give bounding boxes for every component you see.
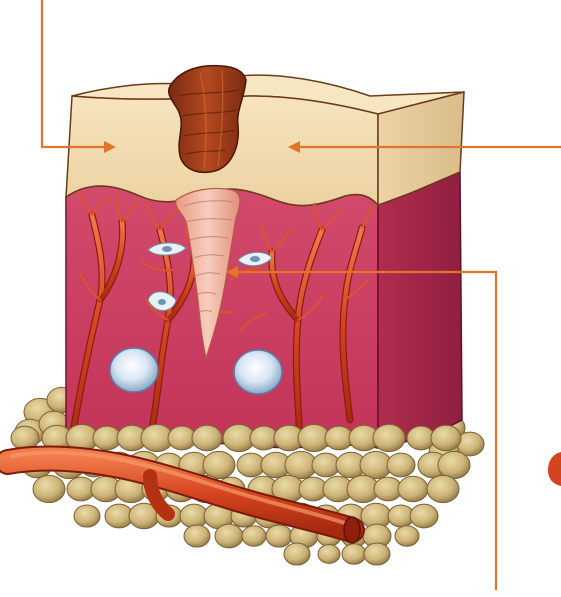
fat-lobule [284, 543, 310, 565]
fat-lobule [395, 526, 419, 546]
adjacent-figure-edge [548, 452, 561, 486]
fat-lobule [215, 524, 243, 548]
fat-lobule [438, 451, 470, 478]
gland-right [234, 350, 282, 394]
fat-lobule [184, 525, 210, 547]
fat-lobule [192, 425, 222, 451]
fat-lobule [203, 451, 235, 478]
fat-lobule [427, 475, 459, 502]
fat-lobule [242, 526, 266, 546]
fat-lobule [410, 504, 438, 528]
fat-lobule [266, 525, 292, 547]
fat-lobule [74, 505, 100, 527]
fat-lobule [364, 543, 390, 565]
gland-left [110, 348, 158, 392]
fat-lobule [342, 544, 366, 564]
fat-lobule [398, 476, 428, 502]
fat-lobule [387, 453, 415, 477]
dermis-side [378, 172, 462, 448]
fat-lobule [373, 424, 405, 451]
fat-lobule [431, 425, 461, 451]
fat-lobule [318, 545, 340, 564]
fat-lobule [33, 475, 65, 502]
